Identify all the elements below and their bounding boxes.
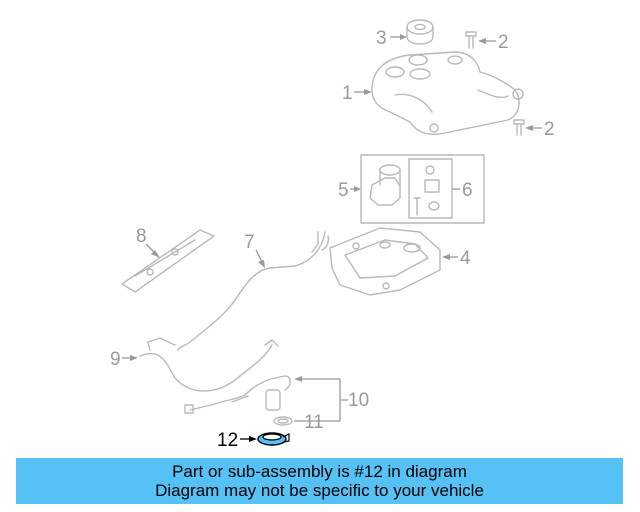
info-banner: Part or sub-assembly is #12 in diagram D…: [16, 458, 623, 504]
label-8: 8: [136, 226, 147, 247]
part-2-bolt-top[interactable]: [465, 31, 477, 49]
label-2-right: 2: [544, 119, 555, 140]
banner-line-2: Diagram may not be specific to your vehi…: [155, 481, 484, 500]
part-6-fittings[interactable]: [413, 165, 440, 216]
label-11: 11: [304, 412, 324, 433]
label-1: 1: [342, 83, 353, 104]
part-3-bushing[interactable]: [406, 19, 434, 45]
label-7: 7: [244, 232, 255, 253]
label-3: 3: [376, 28, 387, 49]
part-8-plate[interactable]: [121, 229, 215, 293]
part-9-harness[interactable]: [139, 337, 279, 414]
label-10: 10: [348, 390, 369, 411]
label-9: 9: [110, 349, 121, 370]
label-12: 12: [217, 430, 238, 451]
part-11-o-ring[interactable]: [273, 416, 293, 426]
label-5: 5: [338, 180, 349, 201]
part-4-bracket[interactable]: [329, 227, 441, 296]
part-12-clamp[interactable]: [257, 432, 290, 446]
part-10-sensor-assembly[interactable]: [231, 375, 291, 411]
parts-diagram: 3 2 2 1 5 6: [110, 19, 555, 451]
label-4: 4: [460, 248, 471, 269]
label-6: 6: [462, 180, 473, 201]
part-2-bolt-right[interactable]: [513, 119, 525, 136]
part-5-valve[interactable]: [369, 164, 401, 206]
label-2-top: 2: [498, 32, 509, 53]
banner-line-1: Part or sub-assembly is #12 in diagram: [172, 462, 467, 481]
part-1-reservoir[interactable]: [371, 51, 524, 136]
part-7-hose[interactable]: [177, 231, 330, 351]
